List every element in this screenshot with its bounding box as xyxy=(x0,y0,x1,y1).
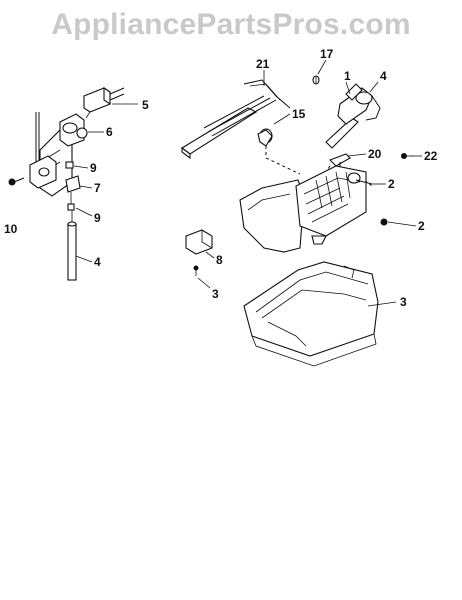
callout-20: 20 xyxy=(368,147,382,161)
screw-part-10 xyxy=(8,177,25,186)
screw-part-2-upper xyxy=(355,179,373,185)
callout-15: 15 xyxy=(292,107,306,121)
callout-6: 6 xyxy=(106,125,113,139)
wire-connector-plug xyxy=(83,86,125,119)
watermark: AppliancePartsPros.com xyxy=(51,8,411,41)
callout-9-upper: 9 xyxy=(90,161,97,175)
shutoff-arm-and-motor xyxy=(325,83,381,149)
callout-4-right: 4 xyxy=(380,69,387,83)
callout-8: 8 xyxy=(216,253,223,267)
ice-bin xyxy=(243,261,379,367)
callout-4-left: 4 xyxy=(94,255,101,269)
screw-part-2-lower xyxy=(380,218,388,226)
icemaker-assembly xyxy=(239,165,367,253)
screw-part-3 xyxy=(193,265,199,276)
wire-harness xyxy=(181,79,291,160)
leader-lines xyxy=(73,59,422,307)
callout-9-lower: 9 xyxy=(94,211,101,225)
screw-part-17 xyxy=(312,75,320,85)
callout-10: 10 xyxy=(4,222,18,236)
bracket-part-8 xyxy=(185,229,213,255)
callout-17: 17 xyxy=(320,47,334,61)
water-valve-assembly xyxy=(29,112,88,281)
callout-1: 1 xyxy=(344,69,351,83)
callout-2-upper: 2 xyxy=(388,177,395,191)
callout-3-right: 3 xyxy=(400,295,407,309)
callout-22: 22 xyxy=(424,149,438,163)
callout-21: 21 xyxy=(256,57,270,71)
callout-2-lower: 2 xyxy=(418,219,425,233)
callout-5: 5 xyxy=(142,98,149,112)
thermostat-part xyxy=(257,128,273,147)
callout-3-left: 3 xyxy=(212,287,219,301)
callout-7: 7 xyxy=(94,181,101,195)
